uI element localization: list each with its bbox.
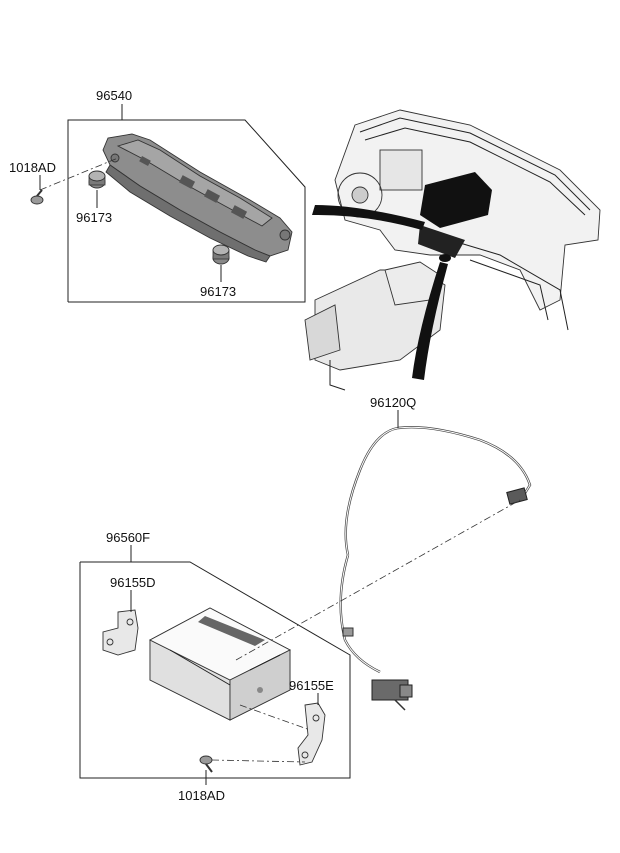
antenna-cable-96120q[interactable]: [339, 426, 532, 711]
bracket-96155e[interactable]: [297, 702, 326, 766]
screw-1018ad-bottom[interactable]: [199, 755, 213, 773]
label-96173-a: 96173: [76, 210, 112, 225]
label-1018ad-top: 1018AD: [9, 160, 56, 175]
label-96120q: 96120Q: [370, 395, 416, 410]
label-96155d: 96155D: [110, 575, 156, 590]
label-96155e: 96155E: [289, 678, 334, 693]
bracket-96155d[interactable]: [102, 609, 139, 656]
label-96560f: 96560F: [106, 530, 150, 545]
control-panel-96540[interactable]: [102, 133, 293, 263]
label-96540: 96540: [96, 88, 132, 103]
upper-assembly-frame: [67, 104, 306, 303]
lower-assembly-frame: [79, 545, 351, 779]
label-1018ad-bottom: 1018AD: [178, 788, 225, 803]
dashboard-illustration: [304, 109, 601, 391]
label-96173-b: 96173: [200, 284, 236, 299]
head-unit-96560f[interactable]: [149, 607, 291, 721]
knob-96173-b[interactable]: [212, 244, 230, 265]
knob-96173-a[interactable]: [88, 170, 106, 189]
screw-1018ad-top[interactable]: [30, 189, 44, 205]
